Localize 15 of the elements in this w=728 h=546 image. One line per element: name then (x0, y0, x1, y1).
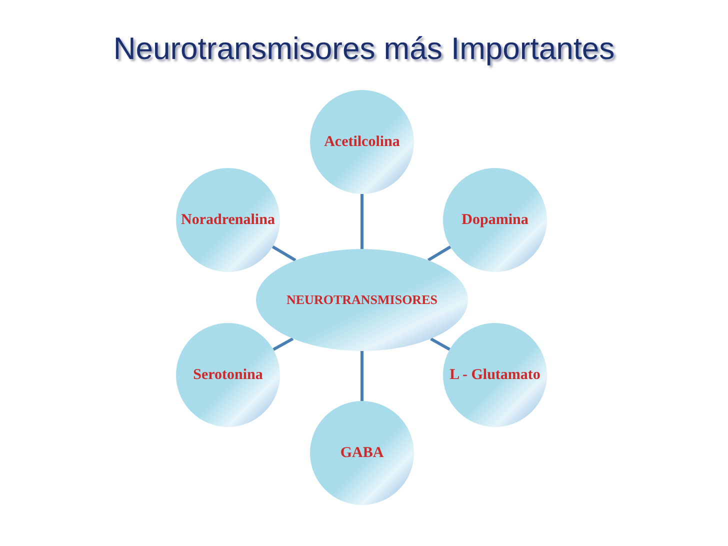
node-label: Acetilcolina (324, 132, 400, 152)
connector-line (360, 194, 364, 249)
connector-line (427, 246, 452, 262)
connector-line (430, 338, 450, 351)
node-label: Noradrenalina (181, 210, 275, 230)
connector-line (360, 351, 364, 401)
node-label: NEUROTRANSMISORES (286, 291, 438, 310)
center-ellipse (256, 249, 468, 351)
connector-line (272, 337, 294, 351)
node-label: Dopamina (462, 210, 528, 230)
title: Neurotransmisores más Importantes (112, 30, 616, 68)
node-label: GABA (340, 444, 384, 463)
node-label: Serotonina (193, 366, 263, 385)
connector-line (272, 245, 296, 262)
node-label: L - Glutamato (450, 366, 540, 385)
